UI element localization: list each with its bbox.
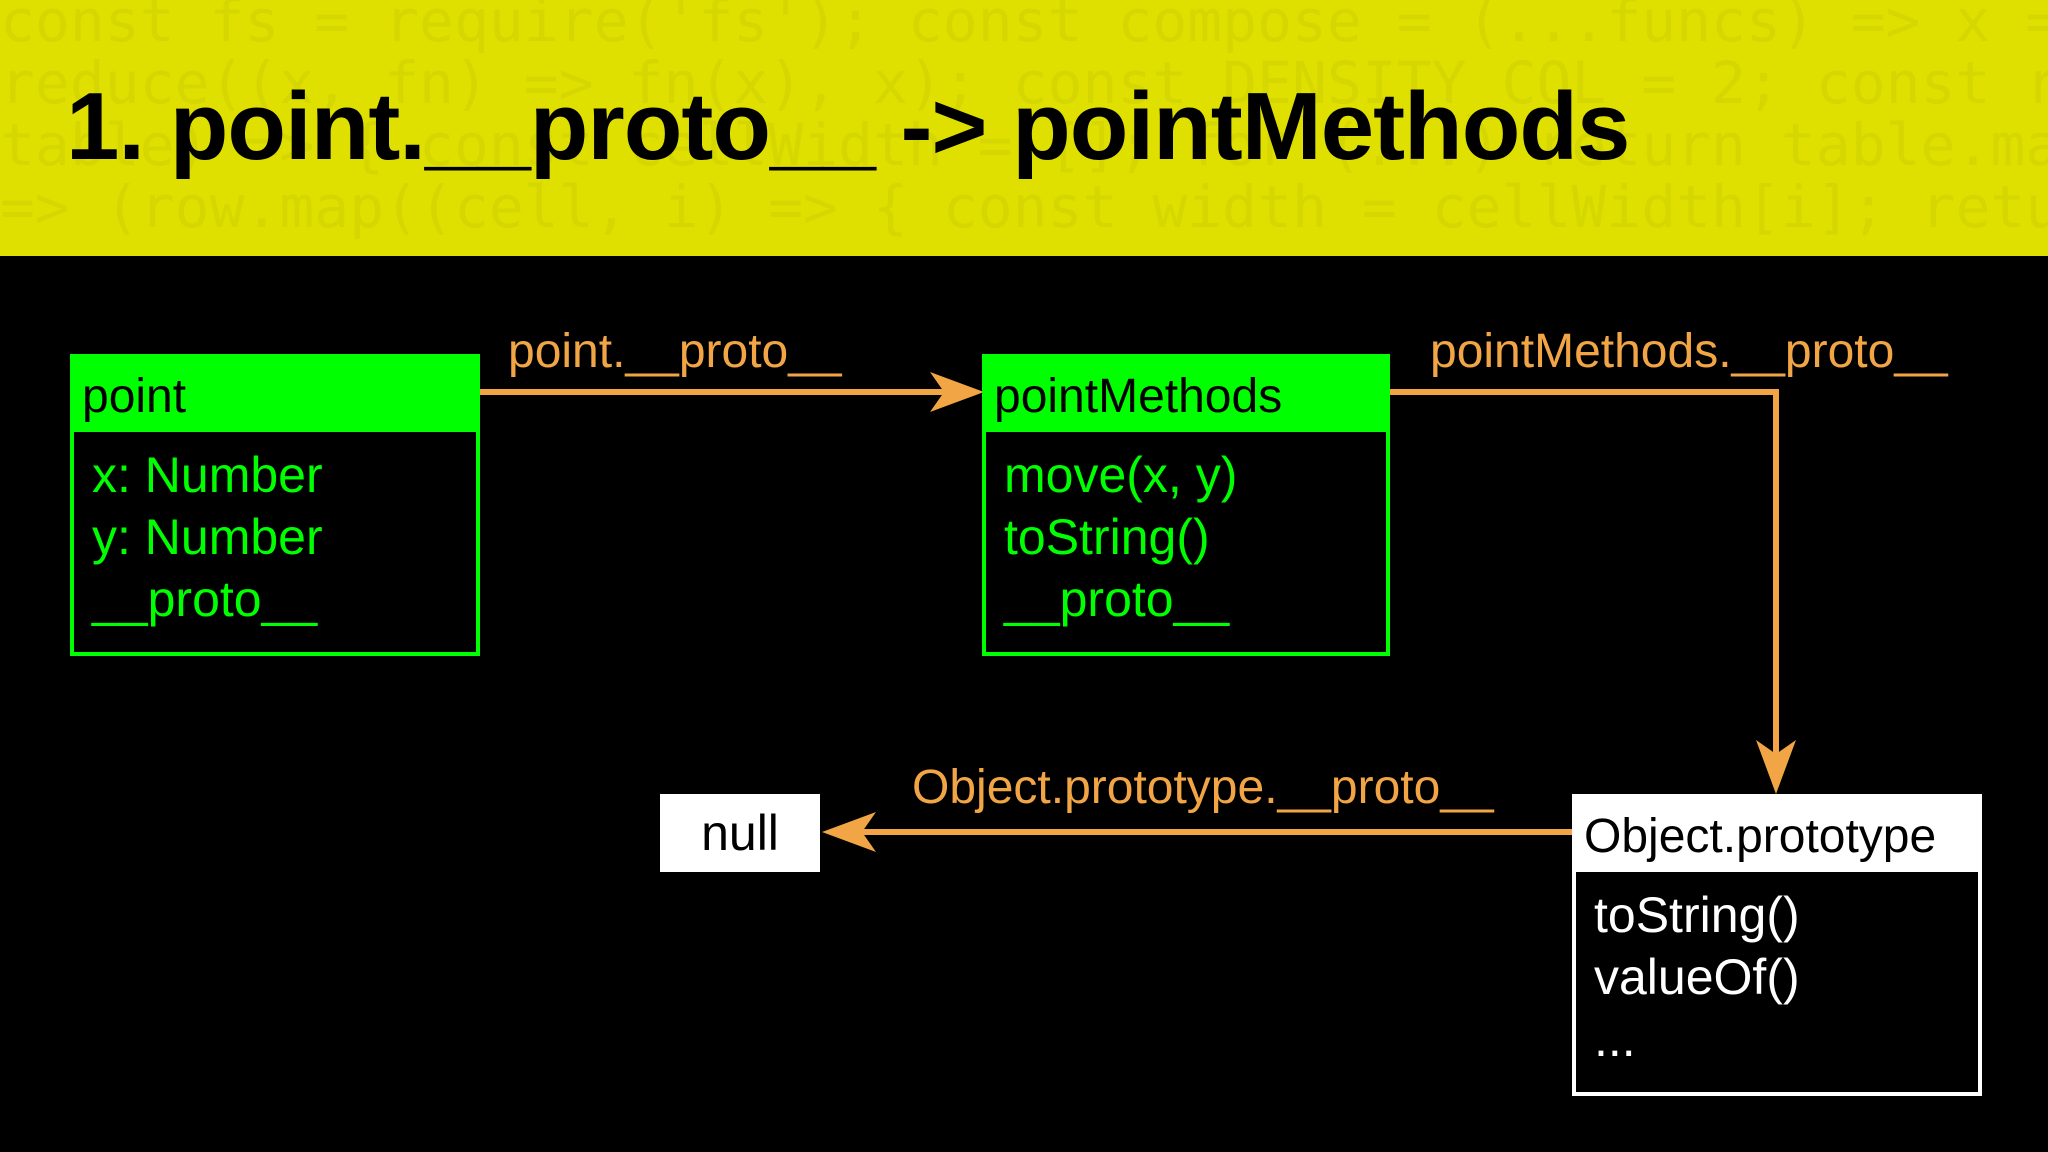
field-item: __proto__ xyxy=(1004,571,1230,627)
edge-label-point-proto: point.__proto__ xyxy=(508,325,842,378)
object-prototype-box-title: Object.prototype xyxy=(1576,798,1978,872)
field-item: y: Number xyxy=(92,509,323,565)
field-item: toString() xyxy=(1004,509,1210,565)
arrow-pointMethods-to-objectPrototype xyxy=(1390,389,1779,770)
slide-title: 1. point.__proto__ -> pointMethods xyxy=(66,73,1630,180)
field-item: valueOf() xyxy=(1594,949,1800,1005)
edge-label-objectPrototype-proto: Object.prototype.__proto__ xyxy=(912,761,1494,814)
arrowhead-objectPrototype-to-null xyxy=(822,812,876,852)
point-box-title: point xyxy=(74,358,476,432)
pointMethods-object-box: pointMethods move(x, y) toString() __pro… xyxy=(982,354,1390,656)
arrowhead-pointMethods-to-objectPrototype xyxy=(1756,740,1796,794)
title-banner: const fs = require('fs'); const compose … xyxy=(0,0,2048,256)
arrowhead-point-to-pointMethods xyxy=(930,372,984,412)
pointMethods-box-fields: move(x, y) toString() __proto__ xyxy=(986,432,1386,630)
background-code: const fs = require('fs'); const compose … xyxy=(0,0,2048,241)
null-box: null xyxy=(660,794,820,872)
pointMethods-box-title: pointMethods xyxy=(986,358,1386,432)
edge-label-pointMethods-proto: pointMethods.__proto__ xyxy=(1430,325,1948,378)
object-prototype-box: Object.prototype toString() valueOf() ..… xyxy=(1572,794,1982,1096)
field-item: x: Number xyxy=(92,447,323,503)
field-item: __proto__ xyxy=(92,571,318,627)
field-item: ... xyxy=(1594,1011,1636,1067)
field-item: toString() xyxy=(1594,887,1800,943)
field-item: move(x, y) xyxy=(1004,447,1238,503)
object-prototype-box-fields: toString() valueOf() ... xyxy=(1576,872,1978,1070)
point-box-fields: x: Number y: Number __proto__ xyxy=(74,432,476,630)
point-object-box: point x: Number y: Number __proto__ xyxy=(70,354,480,656)
